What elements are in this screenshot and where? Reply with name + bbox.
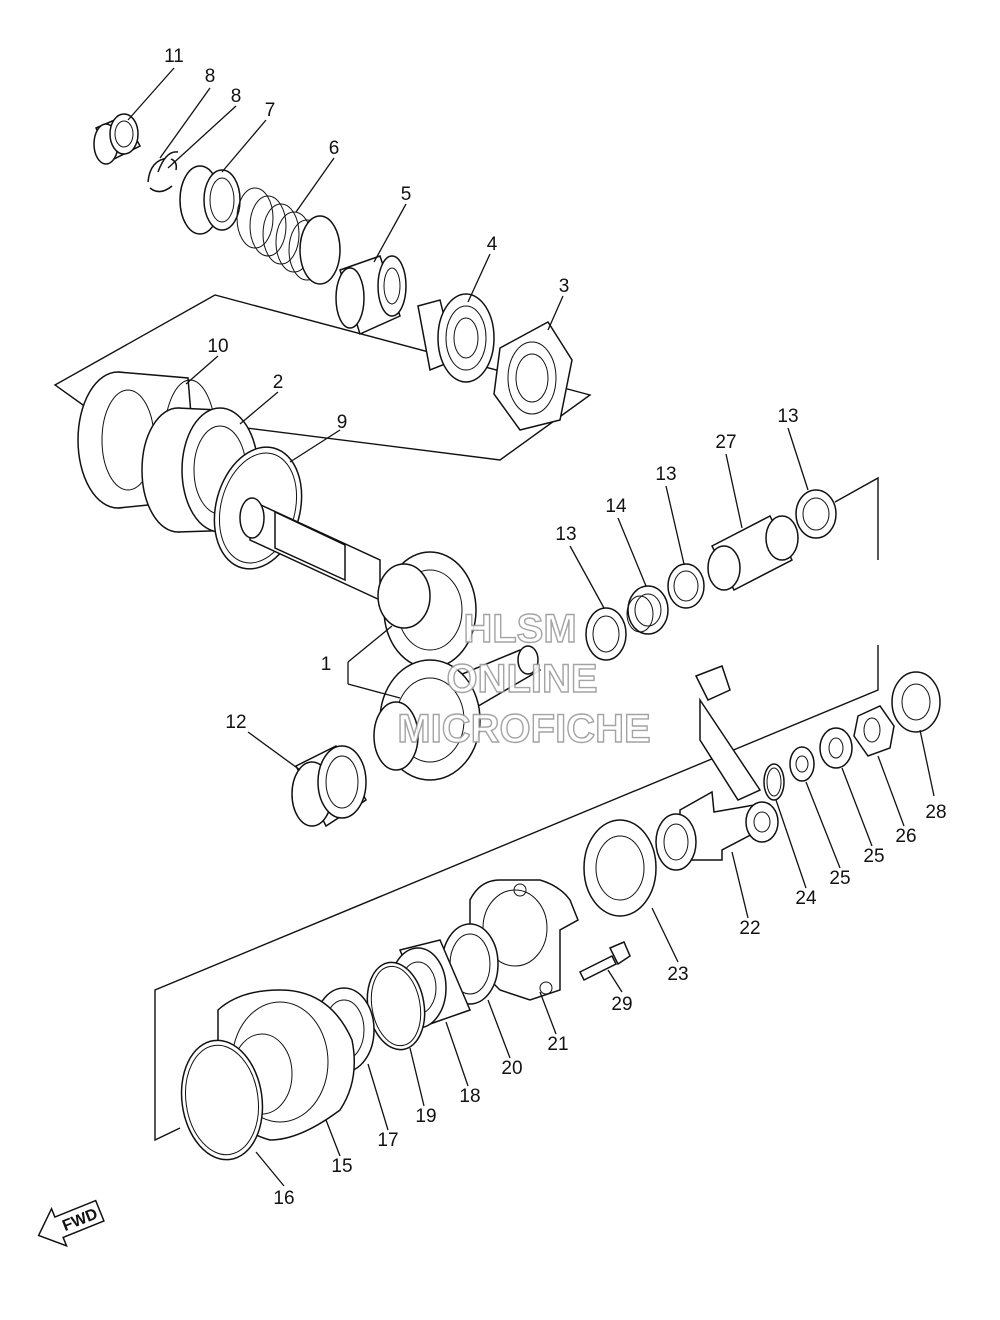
part-1-drive-gear bbox=[373, 645, 542, 781]
callout-25: 25 bbox=[829, 868, 850, 889]
part-3-nut bbox=[493, 321, 573, 431]
part-8-circlips bbox=[147, 151, 179, 193]
callout-25: 25 bbox=[863, 846, 884, 867]
leader-lines bbox=[127, 67, 935, 1187]
part-5-dog-clutch bbox=[335, 255, 407, 336]
part-25-washer-2 bbox=[789, 746, 815, 782]
part-13-shim-2 bbox=[667, 563, 705, 609]
part-14-bearing bbox=[626, 585, 669, 635]
callout-1: 1 bbox=[321, 654, 332, 675]
callout-13: 13 bbox=[655, 464, 676, 485]
callout-19: 19 bbox=[415, 1106, 436, 1127]
fwd-direction-marker: FWD bbox=[37, 1199, 105, 1248]
watermark-line-1: HLSM bbox=[463, 607, 576, 651]
callout-14: 14 bbox=[605, 496, 627, 517]
lower-assembly-frame bbox=[834, 476, 879, 560]
part-25-washer-1 bbox=[819, 727, 853, 769]
callout-27: 27 bbox=[715, 432, 736, 453]
part-28-cap bbox=[891, 671, 941, 733]
part-1-pinion-shaft bbox=[239, 497, 477, 669]
part-4-gear bbox=[417, 293, 495, 383]
callout-15: 15 bbox=[331, 1156, 352, 1177]
callout-5: 5 bbox=[401, 184, 412, 205]
part-13-shim-1 bbox=[585, 607, 627, 661]
callout-labels: 11 8 8 7 6 5 4 3 10 2 9 1 12 13 14 13 27… bbox=[164, 46, 946, 1209]
callout-18: 18 bbox=[459, 1086, 480, 1107]
callout-21: 21 bbox=[547, 1034, 568, 1055]
callout-10: 10 bbox=[207, 336, 228, 357]
callout-2: 2 bbox=[273, 372, 284, 393]
callout-4: 4 bbox=[487, 234, 498, 255]
part-22-yoke bbox=[655, 665, 779, 871]
callout-28: 28 bbox=[925, 802, 946, 823]
callout-29: 29 bbox=[611, 994, 632, 1015]
callout-13: 13 bbox=[777, 406, 798, 427]
callout-26: 26 bbox=[895, 826, 916, 847]
callout-24: 24 bbox=[795, 888, 817, 909]
callout-20: 20 bbox=[501, 1058, 522, 1079]
part-12-needle-bearing bbox=[291, 745, 367, 828]
callout-8: 8 bbox=[231, 86, 242, 107]
part-13-shim-3 bbox=[795, 489, 837, 539]
part-23-gear bbox=[583, 819, 657, 917]
callout-17: 17 bbox=[377, 1130, 398, 1151]
callout-13: 13 bbox=[555, 524, 576, 545]
callout-9: 9 bbox=[337, 412, 348, 433]
part-19-o-ring bbox=[366, 961, 426, 1051]
part-7-collar bbox=[179, 165, 241, 235]
arrow-left-down-icon bbox=[37, 1199, 105, 1248]
callout-8: 8 bbox=[205, 66, 216, 87]
part-27-spacer bbox=[707, 514, 799, 592]
lower-assembly-frame-2 bbox=[154, 645, 879, 1142]
part-26-nut bbox=[853, 705, 895, 757]
part-29-bolt bbox=[578, 941, 631, 982]
part-24-washer bbox=[763, 763, 785, 801]
watermark-line-3: MICROFICHE bbox=[397, 707, 650, 751]
callout-6: 6 bbox=[329, 138, 340, 159]
callout-22: 22 bbox=[739, 918, 760, 939]
upper-assembly-frame bbox=[53, 294, 592, 461]
watermark-line-2: ONLINE bbox=[446, 657, 597, 701]
callout-11: 11 bbox=[164, 46, 184, 67]
watermark: HLSM ONLINE MICROFICHE bbox=[397, 606, 652, 751]
callout-23: 23 bbox=[667, 964, 688, 985]
callout-3: 3 bbox=[559, 276, 570, 297]
callout-16: 16 bbox=[273, 1188, 294, 1209]
part-6-spring bbox=[236, 187, 341, 285]
callout-12: 12 bbox=[225, 712, 246, 733]
part-16-o-ring bbox=[180, 1039, 264, 1161]
part-11-needle-bearing bbox=[93, 113, 142, 165]
callout-7: 7 bbox=[265, 100, 276, 121]
